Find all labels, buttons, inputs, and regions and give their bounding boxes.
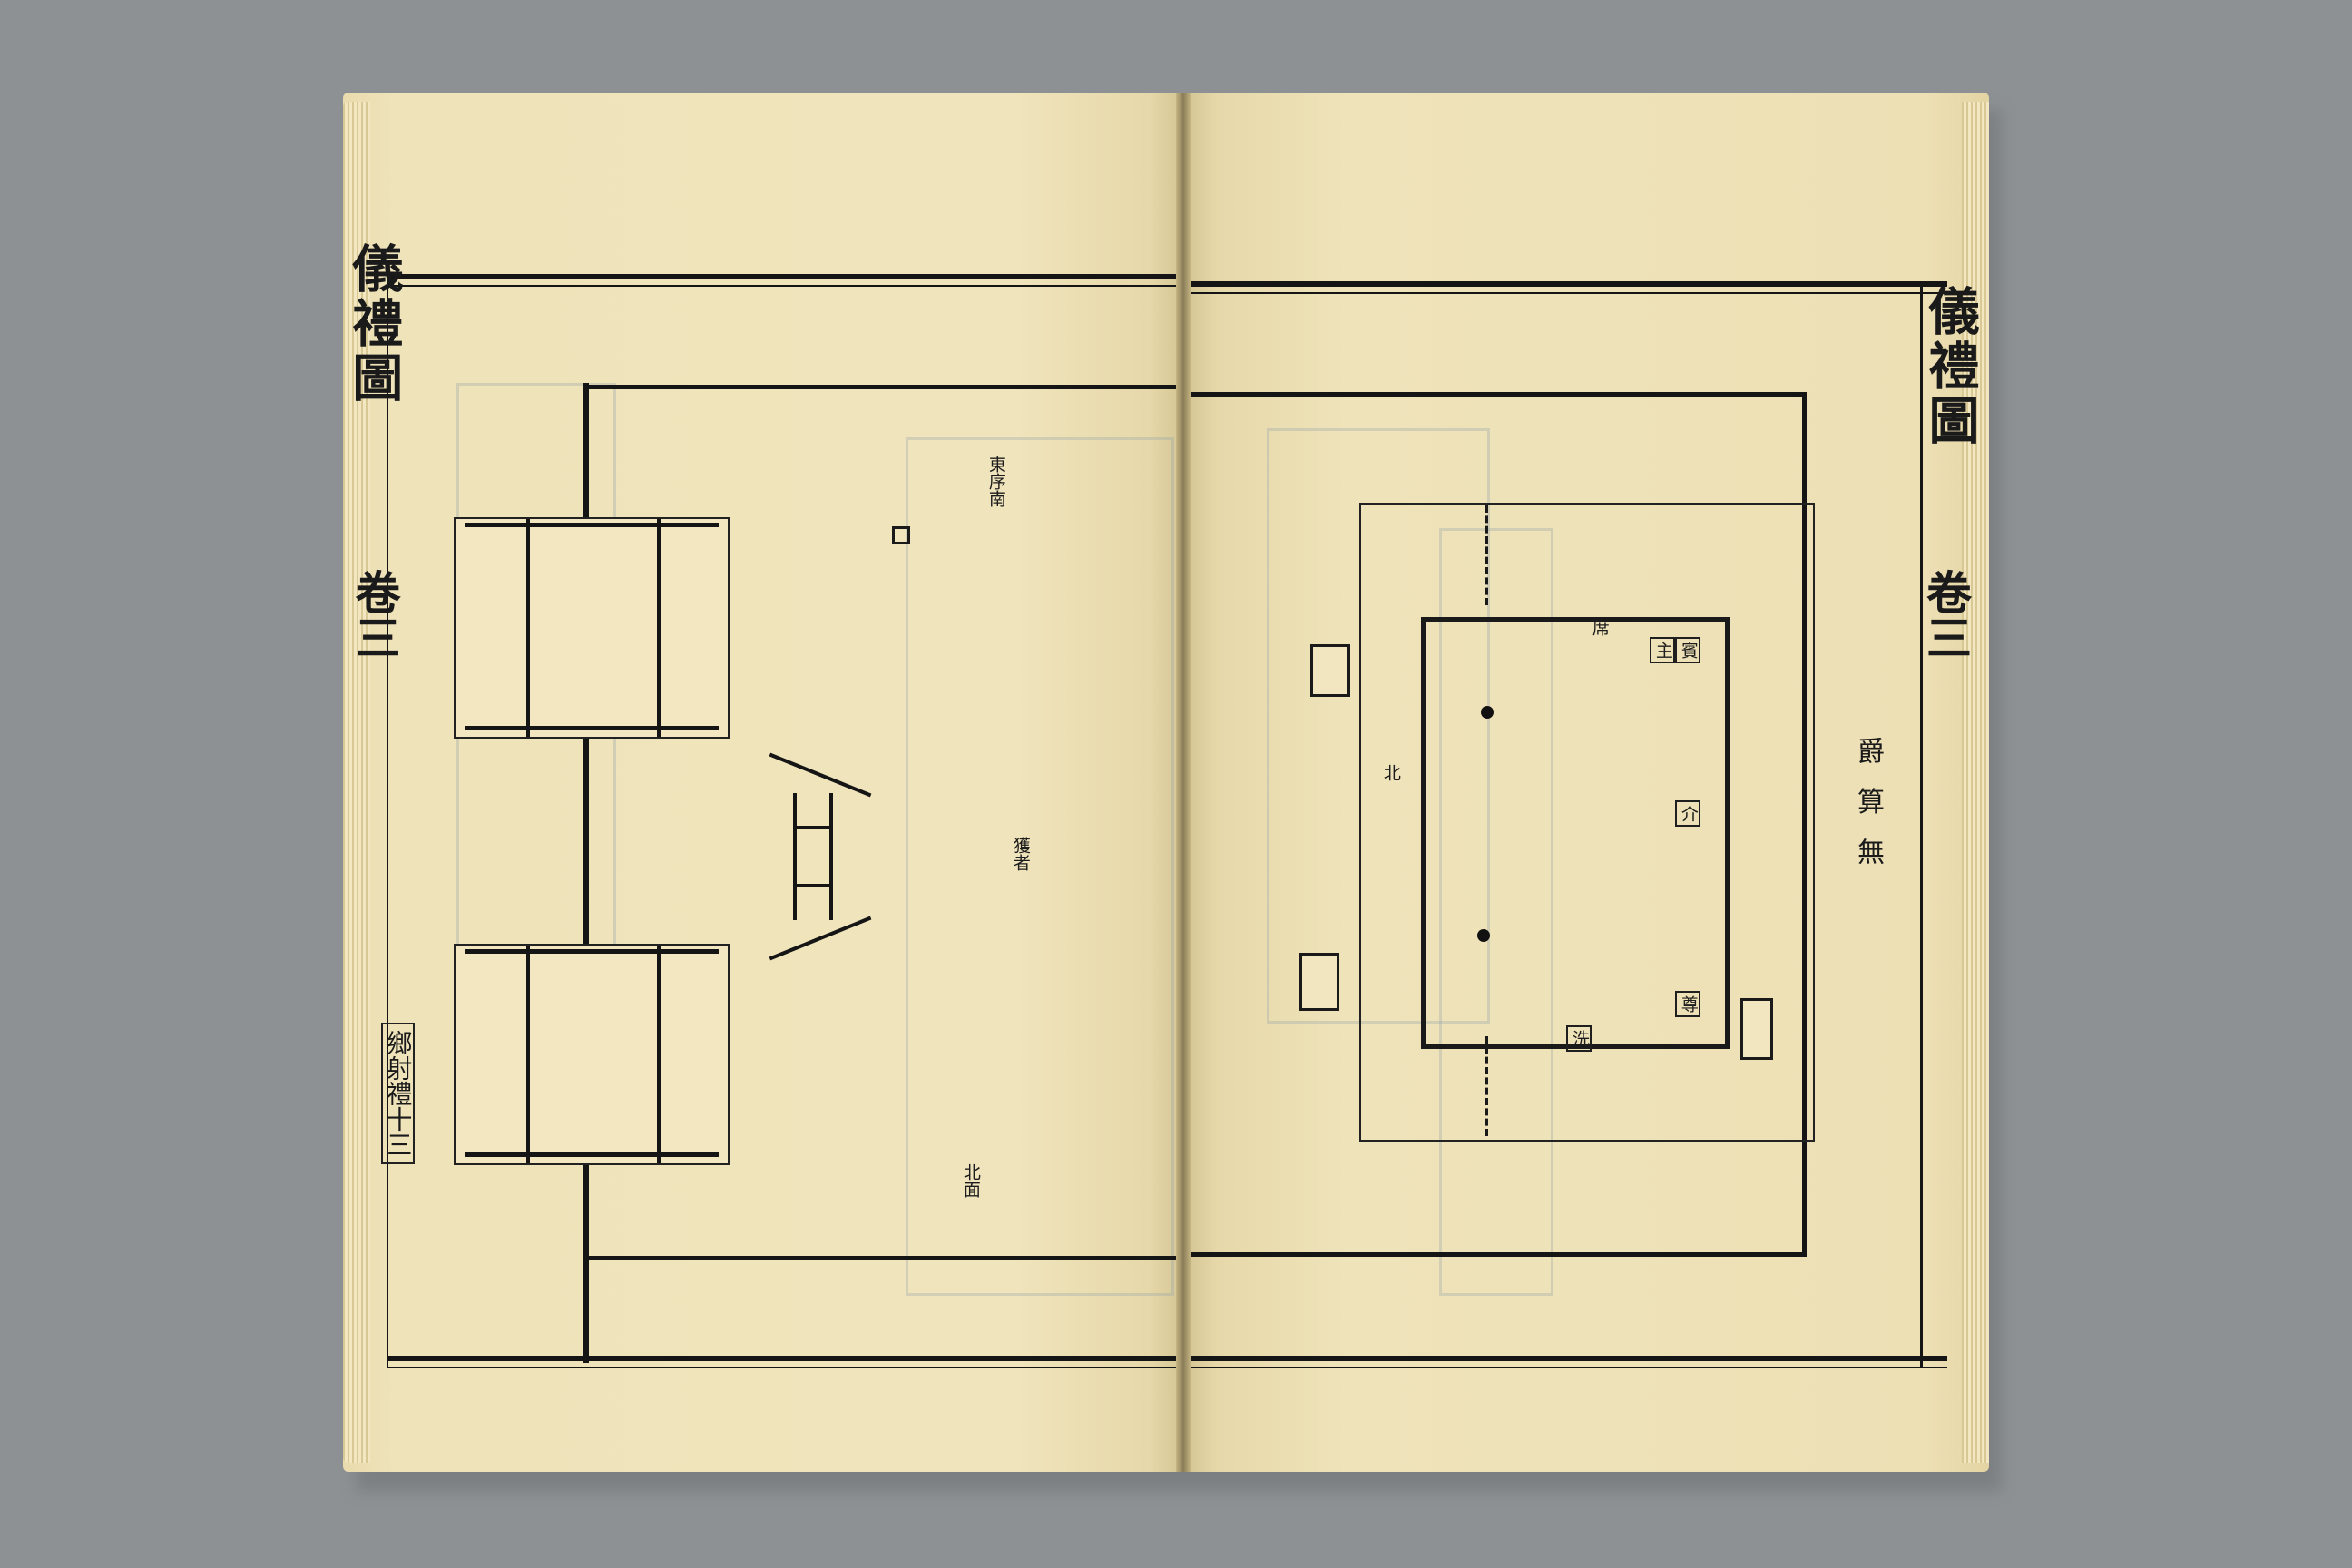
label-target-keeper: 獲者	[1010, 837, 1031, 871]
top-border-rule	[1185, 281, 1947, 287]
margin-column-rule	[1920, 281, 1923, 1368]
hall-door-dash-bottom	[1485, 1036, 1492, 1136]
hall-door-dash-top	[1485, 505, 1492, 605]
box-label-2: 主	[1650, 637, 1675, 663]
east-pillar-lower	[1299, 953, 1339, 1011]
position-dot-host	[1481, 706, 1494, 719]
margin-column-rule	[387, 274, 388, 1368]
label-washbasin: 洗	[1566, 1025, 1592, 1052]
courtyard-east-wall	[1802, 392, 1807, 1257]
label-east-corner: 東序南	[985, 456, 1006, 507]
upper-chamber	[454, 517, 730, 739]
show-through-trace	[1267, 428, 1490, 1024]
open-book: 東序南 獲者 北面 儀禮圖 卷三 鄉射禮十三	[343, 93, 2002, 1492]
show-through-trace	[1439, 528, 1553, 1296]
bottom-border-thin-rule	[1185, 1367, 1947, 1368]
position-dot-guest	[1477, 929, 1490, 942]
east-pillar-upper	[1310, 644, 1350, 697]
hall-west-wall	[583, 383, 589, 1363]
left-page-title: 儀禮圖	[343, 242, 404, 406]
left-page: 東序南 獲者 北面 儀禮圖 卷三 鄉射禮十三	[343, 93, 1182, 1472]
box-label-3: 介	[1675, 800, 1700, 827]
book-gutter	[1176, 93, 1191, 1472]
bottom-border-thin-rule	[387, 1367, 1178, 1368]
box-label-4: 尊	[1675, 991, 1700, 1017]
archery-target-frame	[766, 746, 884, 961]
left-page-edges	[343, 102, 370, 1463]
lower-chamber	[454, 944, 730, 1165]
box-label-1: 賓	[1675, 637, 1700, 663]
label-north: 北	[1380, 764, 1401, 781]
courtyard-south-wall	[1185, 1252, 1807, 1257]
label-north-facing: 北面	[960, 1163, 981, 1198]
hall-south-wall	[583, 1256, 1182, 1260]
bottom-border-rule	[1185, 1356, 1947, 1361]
hall-north-wall	[583, 385, 1182, 389]
courtyard-north-wall	[1185, 392, 1807, 397]
right-page-label: 爵 算 無	[1852, 737, 1884, 873]
west-pillar	[1740, 998, 1773, 1060]
left-volume-mark: 卷三	[348, 569, 402, 660]
right-volume-mark: 卷三	[1919, 569, 1973, 660]
show-through-trace	[906, 437, 1174, 1296]
right-page-edges	[1962, 102, 1989, 1463]
hall-frame	[1359, 503, 1815, 1142]
label-seat: 席	[1589, 619, 1610, 636]
top-border-thin-rule	[1185, 292, 1947, 294]
top-border-rule	[387, 274, 1178, 279]
left-section-mark: 鄉射禮十三	[381, 1023, 416, 1164]
top-border-thin-rule	[387, 285, 1178, 287]
right-page-title: 儀禮圖	[1920, 285, 1980, 448]
right-page: 賓 主 介 尊 席 洗 北 儀禮圖 卷三 爵 算 無	[1185, 93, 1989, 1472]
bottom-border-rule	[387, 1356, 1178, 1361]
small-marker-square	[892, 526, 910, 544]
inner-chamber	[1421, 617, 1730, 1049]
